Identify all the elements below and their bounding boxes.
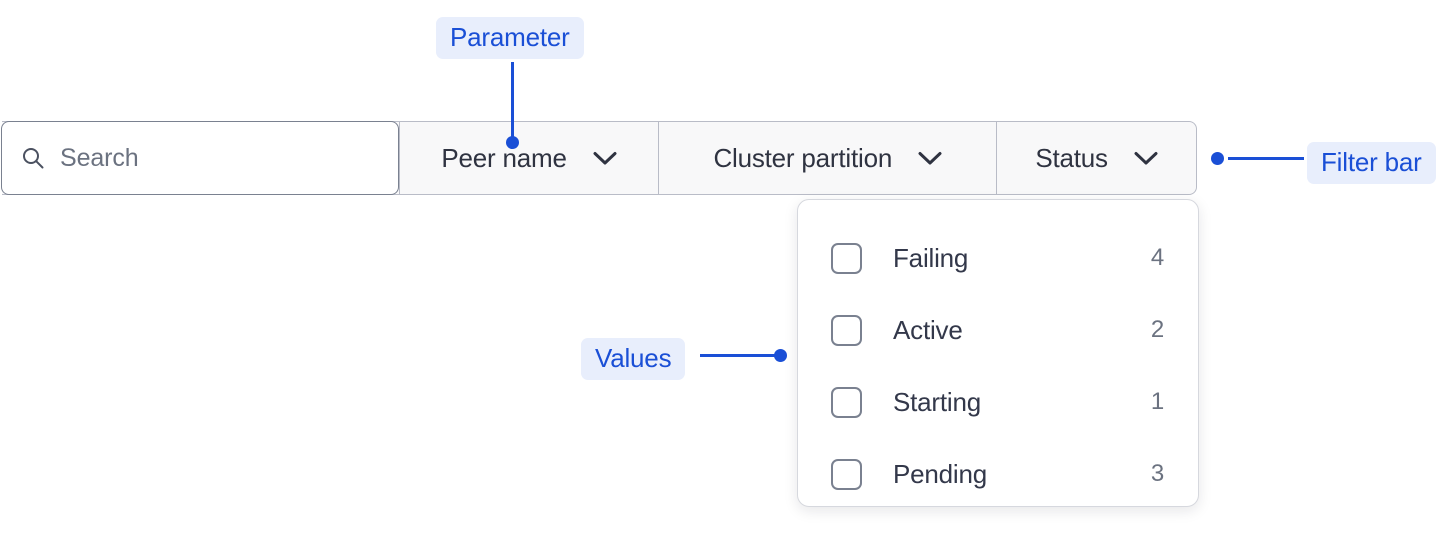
annotation-values-connector: [700, 354, 778, 357]
search-placeholder: Search: [60, 143, 139, 172]
list-item[interactable]: Starting 1: [831, 366, 1164, 438]
list-item-count: 2: [1150, 316, 1164, 343]
annotation-filter-bar-connector: [1228, 157, 1304, 160]
list-item-label: Active: [893, 314, 963, 345]
annotation-filter-bar: Filter bar: [1307, 142, 1436, 184]
filter-dropdown-cluster-partition[interactable]: Cluster partition: [658, 122, 997, 194]
annotation-values-dot: [774, 349, 787, 362]
filter-dropdown-status[interactable]: Status: [996, 122, 1196, 194]
list-item-count: 1: [1150, 388, 1164, 415]
checkbox-failing[interactable]: [831, 242, 862, 274]
list-item-label: Starting: [893, 386, 982, 417]
filter-bar: Search Peer name Cluster partition Statu…: [1, 121, 1197, 195]
annotation-parameter-dot: [506, 136, 519, 149]
checkbox-active[interactable]: [831, 314, 862, 346]
status-filter-dropdown-panel: Failing 4 Active 2 Starting 1 Pending 3: [797, 199, 1199, 507]
annotation-filter-bar-dot: [1211, 152, 1224, 165]
list-item[interactable]: Active 2: [831, 294, 1164, 366]
filter-dropdown-peer-name[interactable]: Peer name: [398, 122, 659, 194]
annotation-parameter: Parameter: [436, 17, 584, 59]
filter-dropdown-cluster-partition-label: Cluster partition: [713, 142, 893, 173]
checkbox-pending[interactable]: [831, 458, 862, 490]
chevron-down-icon: [918, 151, 942, 164]
annotation-parameter-connector: [511, 62, 514, 142]
search-input[interactable]: Search: [1, 121, 399, 195]
search-icon: [23, 148, 44, 169]
chevron-down-icon: [593, 151, 617, 164]
list-item-count: 4: [1150, 244, 1164, 271]
list-item[interactable]: Pending 3: [831, 438, 1164, 510]
list-item-label: Failing: [893, 242, 969, 273]
chevron-down-icon: [1134, 151, 1158, 164]
list-item-label: Pending: [893, 458, 988, 489]
filter-dropdown-status-label: Status: [1035, 142, 1108, 173]
annotation-values: Values: [581, 338, 686, 380]
list-item-count: 3: [1150, 460, 1164, 487]
filter-dropdown-peer-name-label: Peer name: [441, 142, 567, 173]
checkbox-starting[interactable]: [831, 386, 862, 418]
list-item[interactable]: Failing 4: [831, 222, 1164, 294]
